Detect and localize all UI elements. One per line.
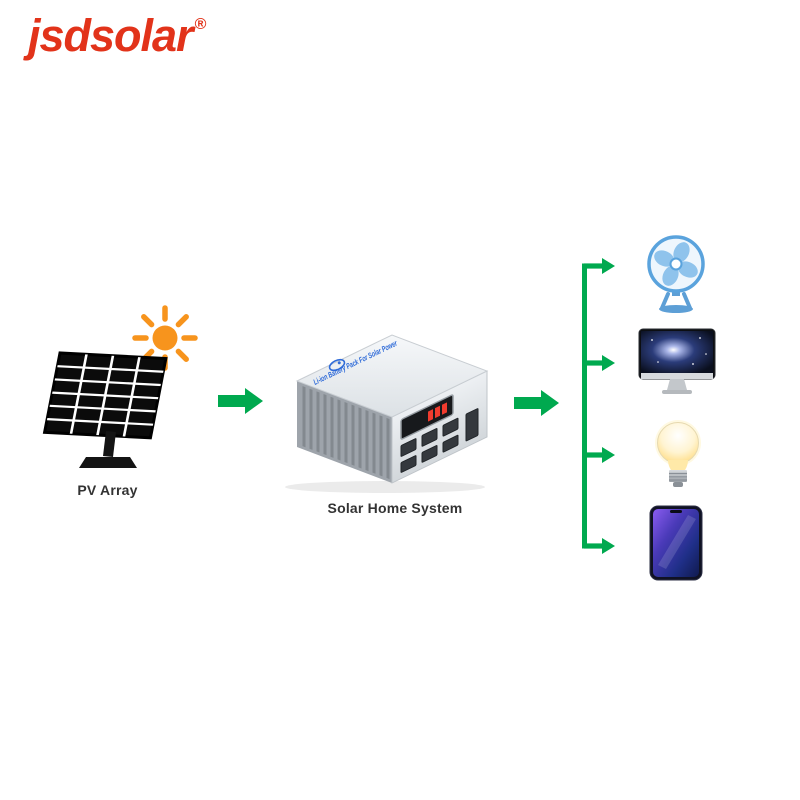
brand-logo-text: jsdsolar	[28, 10, 194, 61]
solar-panel-face	[42, 351, 168, 440]
solar-panel-base	[79, 457, 137, 468]
device-top-face	[295, 334, 489, 418]
bulb-glass	[657, 422, 699, 464]
phone-screen	[653, 509, 699, 577]
solar-home-system-icon: Li-ion Battery Pack For Solar Power	[285, 334, 489, 493]
arrow-shape	[218, 388, 263, 414]
bulb-screw-ridges	[669, 472, 687, 481]
bulb-neck	[668, 460, 688, 470]
phone-screen-light	[658, 515, 696, 569]
arrow-right-icon	[514, 390, 559, 416]
fan-icon	[647, 235, 705, 313]
device-left-face	[297, 381, 392, 484]
fan-hub	[669, 257, 683, 271]
device-outlets	[400, 408, 479, 473]
monitor-chin	[641, 373, 713, 379]
arrow-shape	[514, 390, 559, 416]
light-bulb-icon	[655, 420, 701, 487]
bulb-tip	[673, 482, 683, 487]
arrow-right-icon	[218, 388, 263, 414]
fan-base	[659, 305, 693, 313]
monitor-stars	[651, 337, 707, 365]
solar-home-system-label: Solar Home System	[327, 500, 463, 516]
device-logo-swirl	[328, 358, 346, 372]
device-display-digits	[428, 402, 447, 422]
pv-array-label: PV Array	[77, 482, 138, 498]
brand-logo: jsdsolar®	[28, 10, 207, 62]
device-front-face	[391, 370, 488, 484]
solar-panel-icon	[42, 351, 168, 468]
smartphone-icon	[649, 505, 703, 581]
solar-panel-pole	[103, 431, 116, 457]
monitor-screen	[641, 331, 713, 373]
phone-notch	[670, 510, 682, 513]
sun-core	[152, 325, 178, 351]
distribution-bracket	[582, 258, 615, 554]
monitor-stand	[667, 379, 687, 390]
bracket-shapes	[582, 258, 615, 554]
device-shadow	[285, 481, 485, 493]
fan-legs	[660, 292, 692, 310]
monitor-foot	[662, 390, 692, 394]
fan-blades	[654, 242, 698, 286]
monitor-icon	[638, 328, 716, 394]
registered-trademark: ®	[194, 16, 207, 33]
